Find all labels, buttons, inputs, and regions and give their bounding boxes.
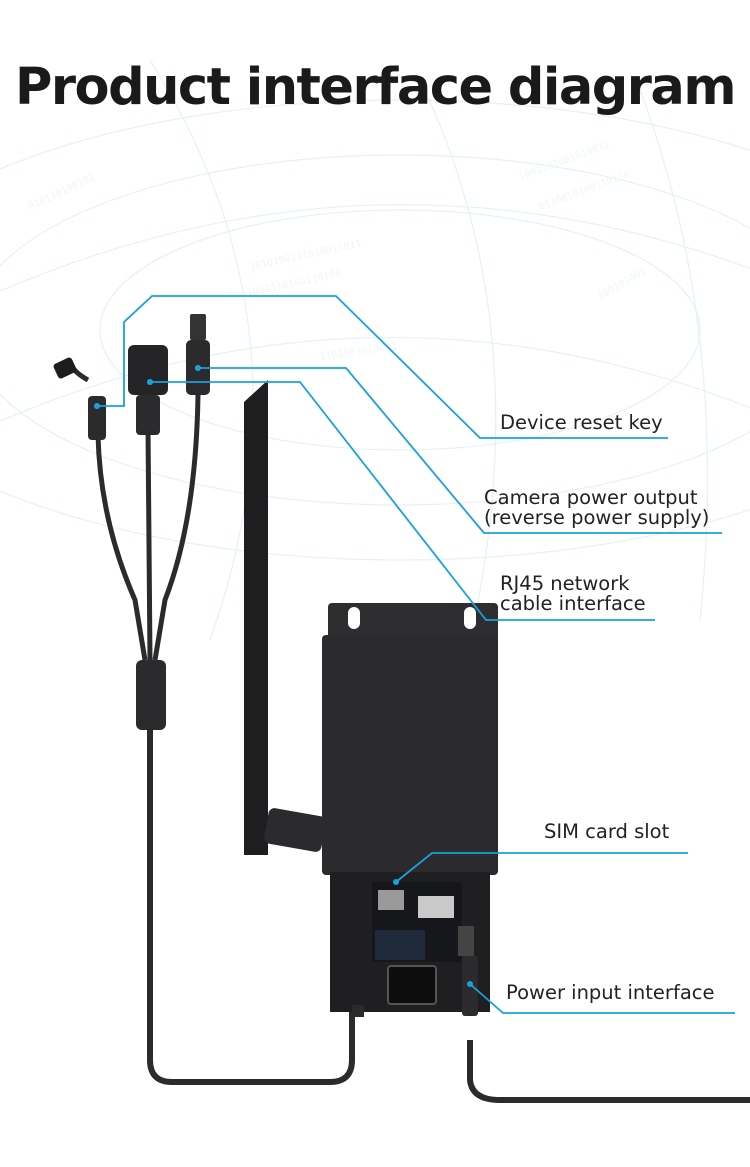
label-reset-key: Device reset key	[500, 411, 663, 434]
label-power-input: Power input interface	[506, 981, 715, 1004]
rj45-connector	[128, 345, 168, 435]
label-rj45-line2: cable interface	[500, 592, 646, 615]
antenna	[244, 380, 326, 855]
callout-power-input	[469, 983, 735, 1014]
callout-rj45	[150, 381, 655, 621]
device-body	[322, 635, 498, 875]
label-rj45-line1: RJ45 network	[500, 572, 630, 595]
splitter-junction	[136, 660, 166, 730]
power-cable	[467, 1040, 750, 1103]
label-camera-power-line2: (reverse power supply)	[484, 506, 710, 529]
callout-sim	[395, 852, 688, 883]
label-camera-power-line1: Camera power output	[484, 486, 698, 509]
page-title: Product interface diagram	[15, 58, 736, 117]
reset-key-connector	[53, 357, 106, 440]
main-cable	[147, 730, 355, 1085]
callout-camera-power	[198, 367, 722, 534]
callout-reset	[97, 295, 668, 439]
label-sim-slot: SIM card slot	[544, 820, 670, 843]
mounting-plate	[328, 603, 498, 645]
